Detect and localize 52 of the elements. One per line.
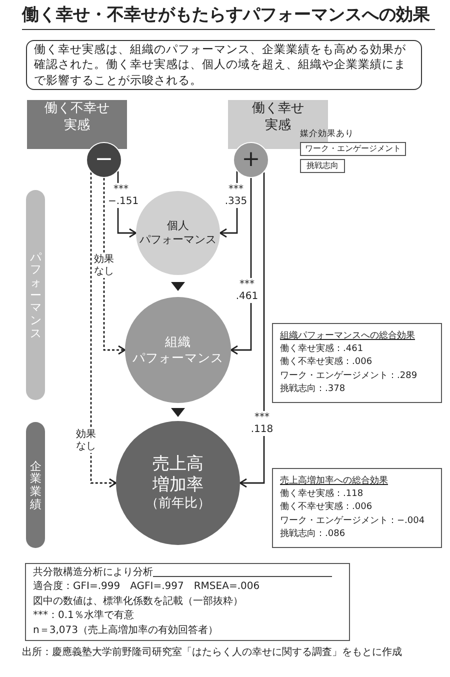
edge-label: 効果なし (76, 428, 96, 453)
node-label: パフォーマンス (30, 250, 42, 340)
node-label: （前年比） (146, 496, 210, 512)
node-label: − (94, 146, 114, 174)
node-label: 働く不幸せ実感：.006 (280, 501, 372, 514)
node-label: パフォーマンス (132, 350, 224, 366)
node-label: 組織 (165, 334, 191, 350)
node-label: 挑戦志向：.378 (280, 382, 346, 396)
arrow (239, 172, 265, 488)
node-label: ワーク・エンゲージメント：−.004 (280, 514, 425, 528)
node-label: 図中の数値は、標準化係数を記載（一部抜粋） (33, 594, 243, 609)
arrowhead (171, 282, 185, 291)
source-note: 出所：慶應義塾大学前野隆司研究室「はたらく人の幸せに関する調査」をもとに作成 (22, 646, 403, 660)
annotation-text: 媒介効果あり (300, 129, 355, 141)
node-label: 個人 (167, 219, 189, 233)
node-label: 売上高増加率への総合効果 (280, 475, 388, 488)
effect-box (272, 323, 442, 403)
node-label: 働く幸せ実感：.461 (280, 343, 364, 356)
sign-circle (233, 142, 269, 178)
node-label: 共分散構造分析により分析 (33, 566, 153, 580)
edge-label: *** .335 (223, 183, 249, 208)
node-label: n＝3,073（売上高増加率の有効回答者） (33, 624, 218, 638)
mediator-box (300, 159, 345, 173)
dashed-arrow (103, 178, 126, 355)
sign-circle (86, 142, 122, 178)
note-box (25, 563, 350, 641)
category-band (26, 422, 45, 548)
factor-box (27, 100, 127, 149)
node-label: 組織パフォーマンスへの総合効果 (280, 330, 415, 344)
edge-label: 効果なし (94, 253, 114, 278)
edge-label: *** .118 (249, 411, 275, 436)
node-label: ワーク・エンゲージメント (305, 144, 401, 154)
node-label: ワーク・エンゲージメント：.289 (280, 370, 418, 383)
node-label: 働く幸せ実感は、組織のパフォーマンス、企業業績をも高める効果が確認された。働く幸せ実感は、個人の域を超え、組織や企業業績にまで影響することが示唆される。 (34, 42, 407, 88)
effect-box (272, 468, 442, 548)
node-label: ***：0.1％水準で有意 (33, 609, 134, 624)
mediator-box (300, 142, 406, 156)
node-label: 挑戦志向 (306, 161, 338, 171)
node-label: 挑戦志向：.086 (280, 528, 346, 541)
node-label: 売上高増加率 (152, 454, 204, 496)
node-label: 企業業績 (30, 460, 42, 510)
node-label: + (242, 146, 260, 174)
node-label: パフォーマンス (140, 233, 216, 247)
node-label: 適合度：GFI=.999 AGFI=.997 RMSEA=.006 (33, 580, 260, 594)
node-label: 働く幸せ実感：.118 (280, 488, 364, 502)
arrowhead (171, 408, 185, 417)
node-label: 働く不幸せ実感：.006 (280, 356, 372, 370)
category-band (26, 190, 45, 400)
node-label: 働く不幸せ実感 (44, 101, 110, 134)
title: 働く幸せ・不幸せがもたらすパフォーマンスへの効果 (22, 3, 435, 30)
dashed-arrow (90, 172, 117, 488)
edge-label: *** .461 (234, 278, 260, 303)
